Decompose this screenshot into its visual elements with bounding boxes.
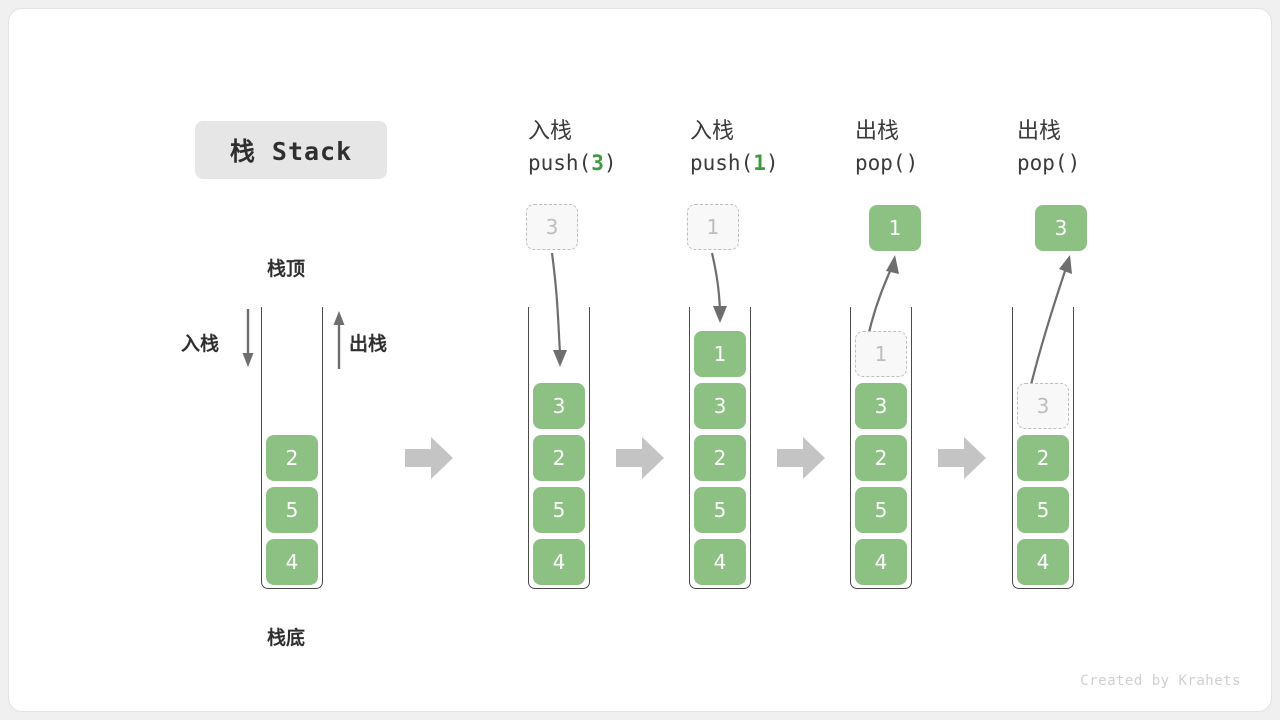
stack-cell: 2: [533, 435, 585, 481]
stack-cell: 5: [533, 487, 585, 533]
step-call: pop(): [855, 150, 919, 175]
stack-cell: 4: [266, 539, 318, 585]
stack-cell: 4: [533, 539, 585, 585]
pop-direction-label: 出栈: [349, 333, 388, 355]
stack-cell: 3: [694, 383, 746, 429]
stack-frame: [1012, 307, 1074, 589]
step-title: 入栈 push(3): [528, 116, 617, 178]
step-title: 出栈 pop(): [855, 116, 918, 178]
flow-arrow-icon: [938, 437, 986, 479]
stack-cell: 4: [855, 539, 907, 585]
pop-direction-arrow-icon: [333, 311, 345, 369]
step-title-cjk: 出栈: [1017, 119, 1062, 144]
step-call: pop(): [1017, 150, 1081, 175]
push-curve-arrow-icon: [710, 252, 727, 323]
flow-arrow-icon: [616, 437, 664, 479]
stack-cell: 5: [694, 487, 746, 533]
stack-cell: 3: [855, 383, 907, 429]
stack-cell: 5: [855, 487, 907, 533]
popped-ghost-cell: 3: [1017, 383, 1069, 429]
stack-cell: 4: [694, 539, 746, 585]
stack-bottom-label: 栈底: [267, 627, 306, 649]
step-title-cjk: 出栈: [855, 119, 900, 144]
stack-cell: 4: [1017, 539, 1069, 585]
stack-cell: 2: [694, 435, 746, 481]
pop-curve-arrow-icon: [1027, 255, 1072, 394]
popped-ghost-cell: 1: [855, 331, 907, 377]
incoming-ghost-cell: 1: [687, 204, 739, 250]
push-direction-arrow-icon: [242, 309, 254, 367]
stack-cell: 5: [1017, 487, 1069, 533]
stack-frame: [261, 307, 323, 589]
step-call: push(3): [528, 150, 617, 175]
push-direction-label: 入栈: [181, 333, 220, 355]
page-title: 栈 Stack: [195, 121, 387, 179]
popped-value-cell: 3: [1035, 205, 1087, 251]
stack-frame: [850, 307, 912, 589]
stack-frame: [528, 307, 590, 589]
stack-cell: 2: [855, 435, 907, 481]
popped-value-cell: 1: [869, 205, 921, 251]
stack-cell: 1: [694, 331, 746, 377]
step-call: push(1): [690, 150, 779, 175]
push-curve-arrow-icon: [550, 252, 567, 367]
incoming-ghost-cell: 3: [526, 204, 578, 250]
step-title: 出栈 pop(): [1017, 116, 1080, 178]
step-title-cjk: 入栈: [690, 119, 735, 144]
step-title-cjk: 入栈: [528, 119, 573, 144]
stack-cell: 2: [1017, 435, 1069, 481]
credit-text: Created by Krahets: [1080, 673, 1241, 689]
stack-cell: 5: [266, 487, 318, 533]
stack-cell: 2: [266, 435, 318, 481]
flow-arrow-icon: [405, 437, 453, 479]
flow-arrow-icon: [777, 437, 825, 479]
diagram-card: 栈 Stack 栈顶 栈底 入栈 出栈 2 5 4 入栈 push(3) 3: [8, 8, 1272, 712]
step-title: 入栈 push(1): [690, 116, 779, 178]
stack-top-label: 栈顶: [267, 258, 306, 280]
stack-frame: [689, 307, 751, 589]
stack-cell: 3: [533, 383, 585, 429]
